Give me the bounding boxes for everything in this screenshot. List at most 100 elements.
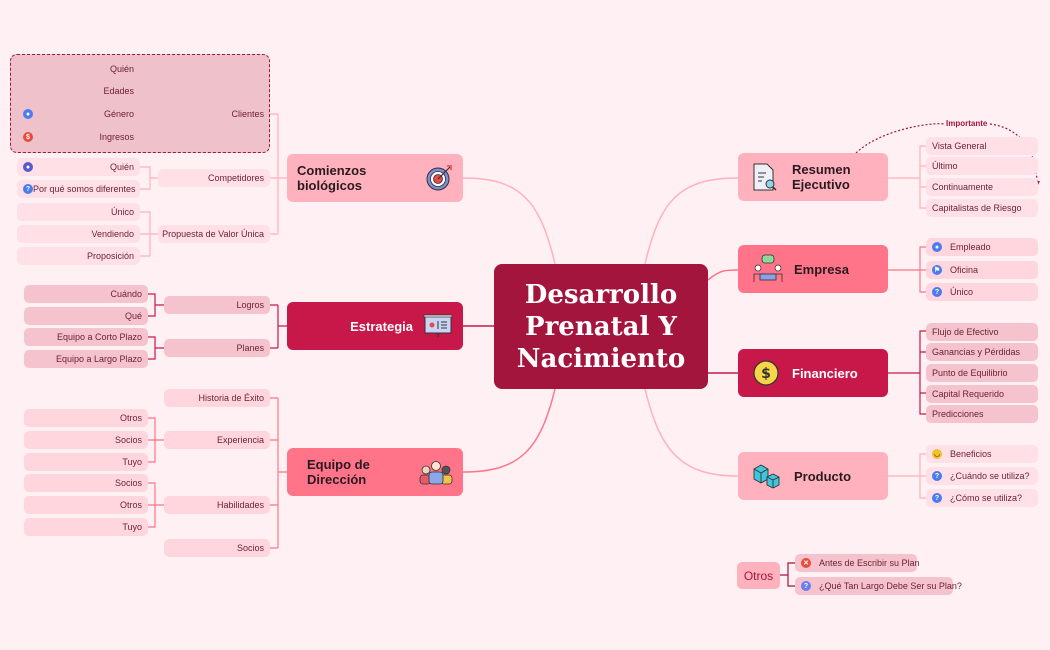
leaf-label: ¿Cuándo se utiliza? xyxy=(950,471,1030,481)
subtopic-experiencia[interactable]: Experiencia xyxy=(164,431,270,449)
central-topic[interactable]: Desarrollo Prenatal Y Nacimiento xyxy=(494,264,708,389)
leaf-continuamente[interactable]: Continuamente xyxy=(926,178,1038,196)
subtopic-competidores[interactable]: Competidores xyxy=(158,169,270,187)
leaf-por-que[interactable]: ?Por qué somos diferentes xyxy=(17,180,140,198)
subtopic-label: Competidores xyxy=(207,173,264,183)
leaf-label: Otros xyxy=(119,413,142,423)
topic-comienzos[interactable]: Comienzos biológicos xyxy=(287,154,463,202)
leaf-ingresos[interactable]: $ Ingresos xyxy=(17,128,140,146)
leaf-empleado[interactable]: ●Empleado xyxy=(926,238,1038,256)
leaf-label: Capitalistas de Riesgo xyxy=(932,203,1022,213)
clientes-boundary xyxy=(10,54,270,153)
topic-label: Empresa xyxy=(794,261,849,277)
subtopic-label: Planes xyxy=(236,343,264,353)
leaf-tuyo[interactable]: Tuyo xyxy=(24,453,148,471)
leaf-label: Tuyo xyxy=(122,457,142,467)
leaf-quien-competidores[interactable]: ●Quién xyxy=(17,158,140,176)
leaf-edades[interactable]: Edades xyxy=(17,82,140,100)
leaf-ultimo[interactable]: Último xyxy=(926,157,1038,175)
leaf-tuyo-2[interactable]: Tuyo xyxy=(24,518,148,536)
leaf-label: Ingresos xyxy=(99,132,134,142)
subtopic-label: Habilidades xyxy=(216,500,264,510)
leaf-label: Tuyo xyxy=(122,522,142,532)
leaf-socios[interactable]: Socios xyxy=(24,431,148,449)
subtopic-label: Experiencia xyxy=(216,435,264,445)
subtopic-clientes[interactable]: Clientes xyxy=(158,105,270,123)
topic-resumen[interactable]: Resumen Ejecutivo xyxy=(738,153,888,201)
svg-text:$: $ xyxy=(761,366,771,382)
leaf-label: Punto de Equilibrio xyxy=(932,368,1008,378)
leaf-otros-2[interactable]: Otros xyxy=(24,496,148,514)
leaf-unico[interactable]: Único xyxy=(17,203,140,221)
subtopic-logros[interactable]: Logros xyxy=(164,296,270,314)
leaf-label: Capital Requerido xyxy=(932,389,1005,399)
subtopic-propuesta[interactable]: Propuesta de Valor Única xyxy=(158,225,270,243)
topic-label: Resumen Ejecutivo xyxy=(792,162,851,192)
leaf-que[interactable]: Qué xyxy=(24,307,148,325)
leaf-label: Vendiendo xyxy=(91,229,134,239)
leaf-largo-plazo[interactable]: Equipo a Largo Plazo xyxy=(24,350,148,368)
team-icon xyxy=(419,461,453,485)
subtopic-habilidades[interactable]: Habilidades xyxy=(164,496,270,514)
floating-topic-otros[interactable]: Otros xyxy=(737,562,780,589)
leaf-vendiendo[interactable]: Vendiendo xyxy=(17,225,140,243)
leaf-capitalistas[interactable]: Capitalistas de Riesgo xyxy=(926,199,1038,217)
leaf-capital[interactable]: Capital Requerido xyxy=(926,385,1038,403)
leaf-flujo[interactable]: Flujo de Efectivo xyxy=(926,323,1038,341)
leaf-vista-general[interactable]: Vista General xyxy=(926,137,1038,155)
leaf-label: Proposición xyxy=(86,251,134,261)
leaf-cuando[interactable]: Cuándo xyxy=(24,285,148,303)
dollar-icon: $ xyxy=(23,132,33,142)
topic-equipo[interactable]: Equipo de Dirección xyxy=(287,448,463,496)
topic-label: Producto xyxy=(794,468,852,484)
meeting-icon xyxy=(753,254,783,282)
leaf-ganancias[interactable]: Ganancias y Pérdidas xyxy=(926,343,1038,361)
leaf-genero[interactable]: ●Género xyxy=(17,105,140,123)
question-icon: ? xyxy=(932,287,942,297)
leaf-predicciones[interactable]: Predicciones xyxy=(926,405,1038,423)
user-icon: ● xyxy=(23,109,33,119)
leaf-label: Antes de Escribir su Plan xyxy=(819,558,920,568)
leaf-oficina[interactable]: ⚑Oficina xyxy=(926,261,1038,279)
topic-producto[interactable]: Producto xyxy=(738,452,888,500)
leaf-otros[interactable]: Otros xyxy=(24,409,148,427)
leaf-label: Quién xyxy=(109,162,134,172)
subtopic-historia[interactable]: Historia de Éxito xyxy=(164,389,270,407)
leaf-como-utiliza[interactable]: ?¿Cómo se utiliza? xyxy=(926,489,1038,507)
topic-label: Financiero xyxy=(792,365,858,381)
leaf-label: Flujo de Efectivo xyxy=(932,327,999,337)
subtopic-label: Propuesta de Valor Única xyxy=(162,229,264,239)
leaf-proposicion[interactable]: Proposición xyxy=(17,247,140,265)
subtopic-label: Logros xyxy=(236,300,264,310)
leaf-beneficios[interactable]: ◡Beneficios xyxy=(926,445,1038,463)
topic-empresa[interactable]: Empresa xyxy=(738,245,888,293)
leaf-cuando-utiliza[interactable]: ?¿Cuándo se utiliza? xyxy=(926,467,1038,485)
boxes-icon xyxy=(753,464,780,489)
leaf-quien[interactable]: Quién xyxy=(17,60,140,78)
leaf-corto-plazo[interactable]: Equipo a Corto Plazo xyxy=(24,328,148,346)
relationship-label[interactable]: Importante xyxy=(946,119,988,128)
subtopic-planes[interactable]: Planes xyxy=(164,339,270,357)
subtopic-label: Clientes xyxy=(231,109,264,119)
leaf-antes[interactable]: ✕Antes de Escribir su Plan xyxy=(795,554,920,572)
subtopic-label: Socios xyxy=(236,543,264,553)
flag-icon: ⚑ xyxy=(932,265,942,275)
leaf-label: Otros xyxy=(119,500,142,510)
question-icon: ? xyxy=(932,493,942,503)
topic-label: Equipo de Dirección xyxy=(307,457,370,487)
topic-financiero[interactable]: $ Financiero xyxy=(738,349,888,397)
leaf-label: Por qué somos diferentes xyxy=(33,184,136,194)
leaf-label: Cuándo xyxy=(110,289,142,299)
leaf-punto[interactable]: Punto de Equilibrio xyxy=(926,364,1038,382)
leaf-label: Ganancias y Pérdidas xyxy=(932,347,1021,357)
leaf-label: Equipo a Largo Plazo xyxy=(55,354,142,364)
leaf-label: Quién xyxy=(109,64,134,74)
leaf-label: Continuamente xyxy=(932,182,994,192)
leaf-unico-empresa[interactable]: ?Único xyxy=(926,283,1038,301)
leaf-que-tan-largo[interactable]: ?¿Qué Tan Largo Debe Ser su Plan? xyxy=(795,577,962,595)
question-icon: ? xyxy=(801,581,811,591)
leaf-socios-2[interactable]: Socios xyxy=(24,474,148,492)
leaf-label: Vista General xyxy=(932,141,987,151)
topic-estrategia[interactable]: Estrategia xyxy=(287,302,463,350)
subtopic-socios[interactable]: Socios xyxy=(164,539,270,557)
